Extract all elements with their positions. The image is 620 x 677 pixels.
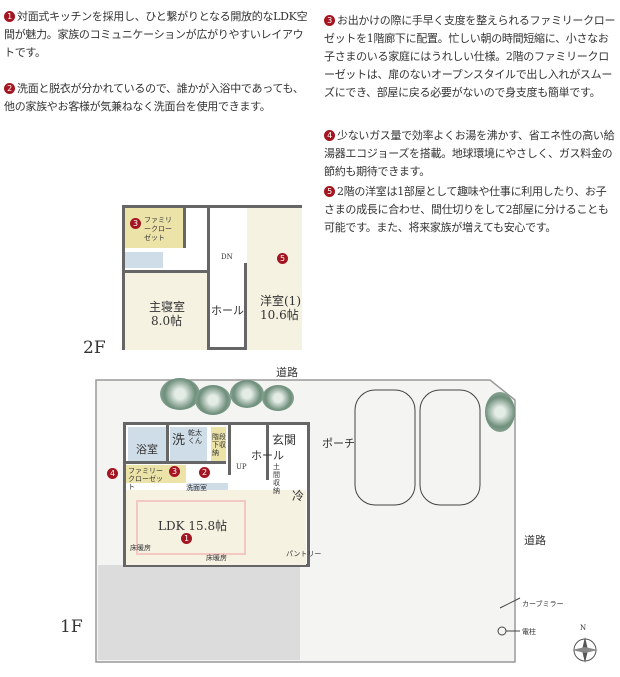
- car-1: [354, 389, 416, 506]
- note-number: 4: [324, 130, 335, 141]
- tree-icon: [195, 385, 231, 415]
- floor-heating-label-1: 床暖房: [130, 544, 151, 552]
- laundry: [170, 427, 207, 461]
- floor-2-label: 2F: [83, 338, 106, 358]
- dryer-label: 乾太くん: [188, 429, 202, 445]
- curve-mirror-label: カーブミラー: [522, 600, 564, 608]
- family-closet-label: ファミリークローゼット: [144, 216, 172, 242]
- tree-icon: [262, 385, 294, 411]
- note-text: 少ないガス量で効率よくお湯を沸かす、省エネ性の高い給湯器エコジョーズを搭載。地球…: [324, 129, 615, 178]
- marker-3: 3: [169, 466, 180, 477]
- master-bedroom-label: 主寝室: [149, 300, 186, 314]
- marker-3: 3: [130, 218, 141, 229]
- wash-label: 洗: [172, 433, 186, 448]
- floor-heating-label-2: 床暖房: [206, 554, 227, 562]
- western-room-label: 洋室(1): [260, 294, 301, 308]
- porch-label: ポーチ: [322, 437, 355, 450]
- stair-storage: [211, 427, 226, 461]
- floor-1-plan: 浴室 洗 乾太くん 階段下収納 玄関 ホール 土間収納 UP ファミリークローゼ…: [123, 422, 321, 567]
- north-label: N: [580, 624, 587, 632]
- note-text: お出かけの際に手早く支度を整えられるファミリークローゼットを1階廊下に配置。忙し…: [324, 14, 616, 99]
- marker-2: 2: [199, 467, 210, 478]
- fridge-label: 冷: [292, 489, 305, 503]
- note-text: 洗面と脱衣が分かれているので、誰かが入浴中であっても、他の家族やお客様が気兼ねな…: [4, 82, 304, 113]
- road-right-label: 道路: [524, 534, 546, 547]
- doma-storage-label: 土間収納: [273, 463, 280, 495]
- floor-1-label: 1F: [60, 617, 83, 637]
- road-top-label: 道路: [276, 366, 298, 379]
- note-number: 5: [324, 186, 335, 197]
- western-room: [247, 208, 302, 350]
- note-number: 3: [324, 15, 335, 26]
- ldk-label: LDK 15.8帖: [158, 519, 228, 533]
- washroom-label: 洗面室: [186, 484, 207, 492]
- entrance-label: 玄関: [272, 433, 297, 447]
- note-text: 2階の洋室は1部屋として趣味や仕事に利用したり、お子さまの成長に合わせ、間仕切り…: [324, 185, 609, 234]
- hall-1f-label: ホール: [251, 449, 284, 462]
- tree-icon: [485, 392, 515, 432]
- note-number: 2: [4, 83, 15, 94]
- hall-2f-label: ホール: [211, 304, 244, 317]
- note-number: 1: [4, 11, 15, 22]
- note-text: 対面式キッチンを採用し、ひと繋がりとなる開放的なLDK空間が魅力。家族のコミュニ…: [4, 10, 308, 59]
- master-bedroom: [125, 273, 207, 350]
- ldk-room: [126, 490, 306, 565]
- floor-2-plan: 3 ファミリークローゼット 5 DN 主寝室 8.0帖 ホール 洋室(1) 10…: [122, 205, 302, 350]
- gray-area: [98, 565, 300, 660]
- marker-4: 4: [107, 468, 118, 479]
- up-label: UP: [236, 463, 247, 471]
- western-size-label: 10.6帖: [260, 308, 299, 322]
- family-closet-1f-label: ファミリークローゼット: [128, 467, 163, 491]
- toilet-2f: [125, 252, 163, 268]
- tree-icon: [160, 378, 200, 410]
- compass-icon: [572, 637, 598, 663]
- bathroom: [128, 427, 166, 461]
- car-2: [419, 389, 481, 506]
- master-size-label: 8.0帖: [151, 314, 183, 328]
- floor-heating-area: [136, 500, 246, 555]
- dn-label: DN: [221, 253, 233, 261]
- marker-1: 1: [181, 533, 192, 544]
- tree-icon: [230, 380, 264, 408]
- utility-pole-label: 電柱: [522, 628, 536, 636]
- marker-5: 5: [277, 253, 288, 264]
- bath-label: 浴室: [136, 443, 158, 456]
- stair-storage-label: 階段下収納: [212, 433, 226, 457]
- pantry-label: パントリー: [286, 550, 322, 558]
